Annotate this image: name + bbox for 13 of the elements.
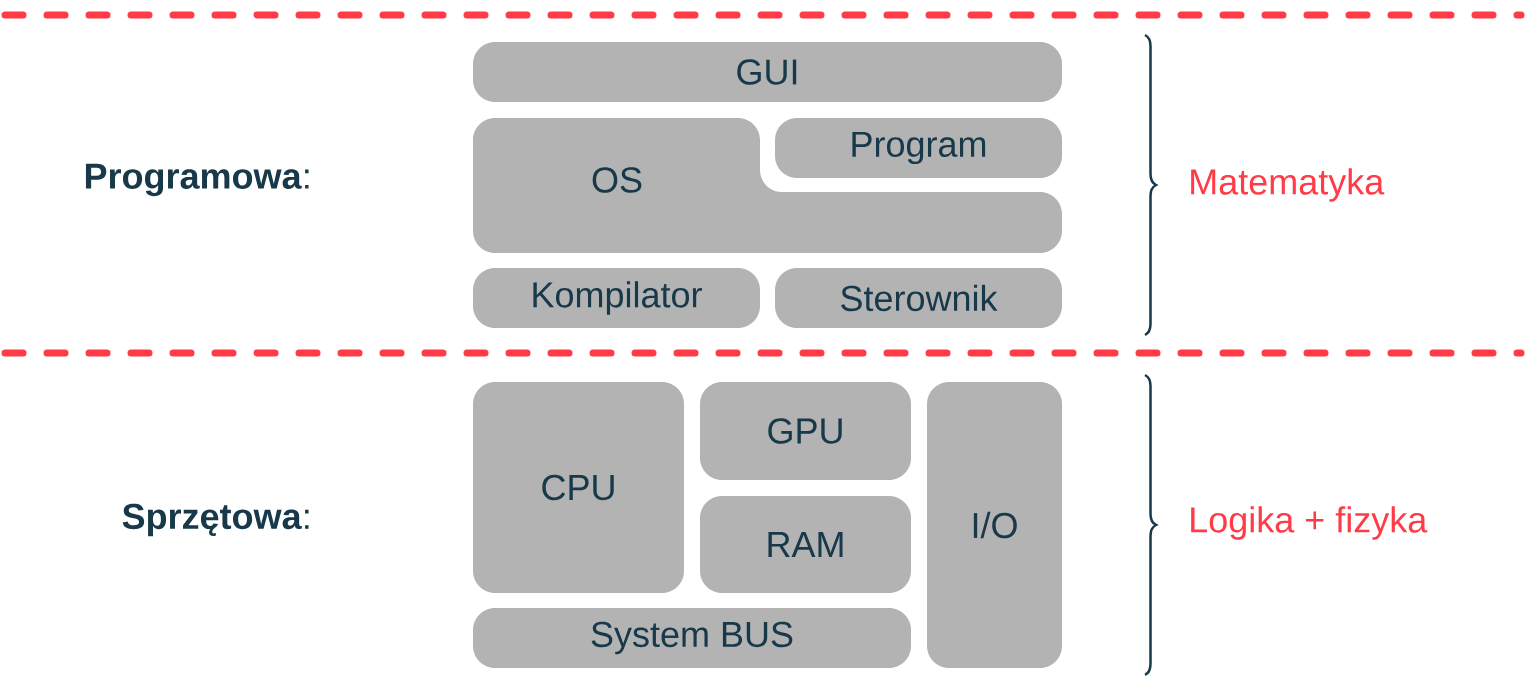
layer-label: Matematyka [1191,168,1385,202]
layer-label: Sprzętowa: [122,503,309,537]
layer-box: Kompilator [473,268,760,328]
layer-box: CPU [473,382,684,593]
layer-box: RAM [700,496,911,593]
layer-box: Sterownik [775,268,1062,328]
layer-box: GUI [473,42,1062,102]
layer-label: Logika + fizyka [1191,506,1428,540]
layer-box: Program [775,118,1062,178]
layer-box: I/O [927,382,1062,668]
layer-label: Programowa: [85,163,309,197]
layer-box: GPU [700,382,911,480]
layer-box: System BUS [473,608,911,668]
